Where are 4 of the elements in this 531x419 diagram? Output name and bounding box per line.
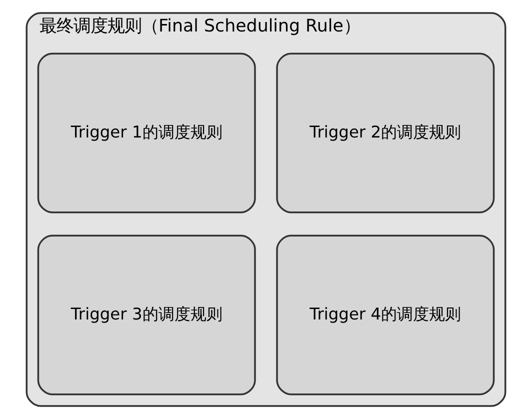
node-box: Trigger 4的调度规则: [276, 234, 494, 396]
node-box: Trigger 2的调度规则: [276, 52, 494, 214]
node-box: Trigger 1的调度规则: [36, 52, 256, 214]
node-box: Trigger 3的调度规则: [36, 234, 256, 396]
